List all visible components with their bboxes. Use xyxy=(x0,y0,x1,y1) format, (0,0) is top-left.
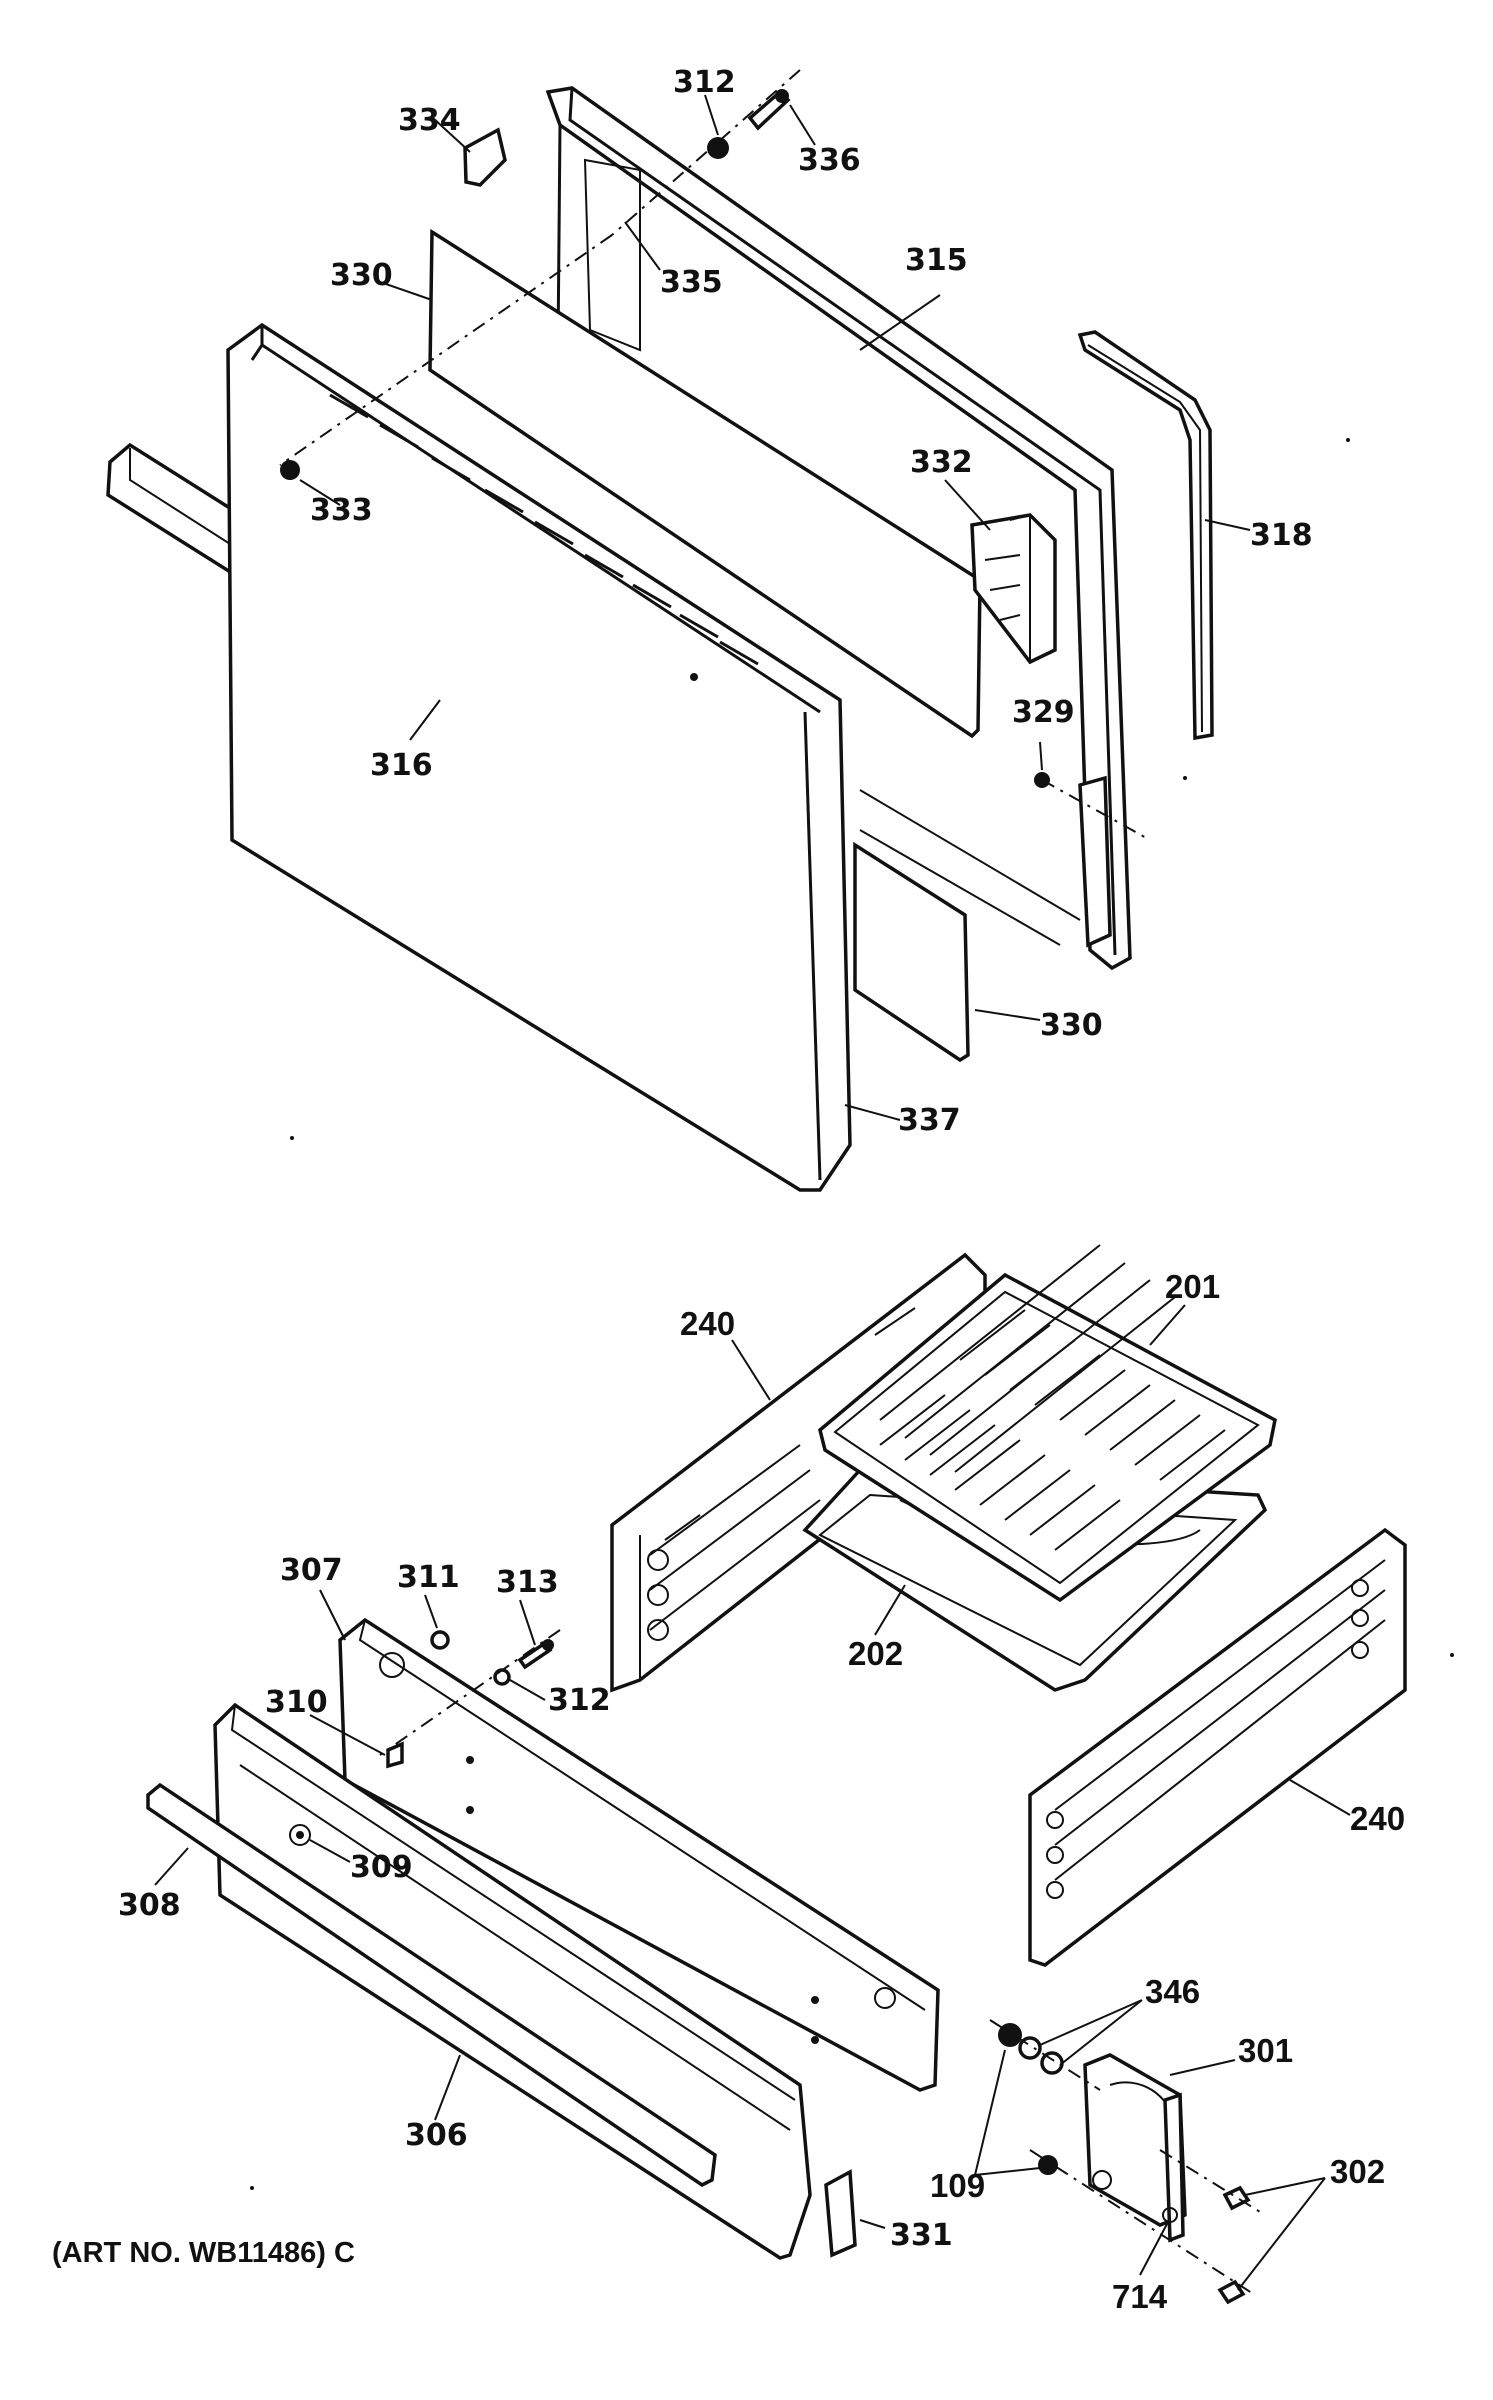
drawer-handle-308 xyxy=(146,1782,717,2188)
nut-312-top xyxy=(707,137,729,159)
leaders-lower-right xyxy=(731,1304,1351,2291)
label-316: 316 xyxy=(370,748,433,783)
label-313: 313 xyxy=(496,1565,559,1600)
label-311: 311 xyxy=(397,1560,460,1595)
bolt-313 xyxy=(517,1639,554,1670)
leaders-lower-left xyxy=(154,1589,886,2229)
label-302: 302 xyxy=(1330,2153,1385,2190)
clip-334 xyxy=(463,127,507,187)
label-312-bottom: 312 xyxy=(548,1683,611,1718)
label-332: 332 xyxy=(910,445,973,480)
side-trim-318 xyxy=(1077,330,1214,741)
hinge-301 xyxy=(1083,2053,1187,2227)
outer-door-panel-337 xyxy=(226,322,852,1192)
label-309: 309 xyxy=(350,1850,413,1885)
label-336: 336 xyxy=(798,143,861,178)
nut-109-upper xyxy=(998,2023,1022,2047)
label-329: 329 xyxy=(1012,695,1075,730)
art-number: (ART NO. WB11486) C xyxy=(52,2237,355,2269)
side-rail-240-right xyxy=(1028,1527,1407,1967)
label-301: 301 xyxy=(1238,2032,1293,2069)
insulation-330-top xyxy=(428,228,982,739)
label-240-right: 240 xyxy=(1350,1800,1405,1837)
label-333: 333 xyxy=(310,493,373,528)
label-346: 346 xyxy=(1145,1973,1200,2010)
bracket-331 xyxy=(824,2169,857,2258)
nut-333 xyxy=(280,460,300,480)
label-310: 310 xyxy=(265,1685,328,1720)
leaders-upper xyxy=(299,94,1251,1121)
hinge-lever-714 xyxy=(1162,2092,1185,2243)
block-332 xyxy=(970,513,1057,665)
label-315: 315 xyxy=(905,243,968,278)
label-331: 331 xyxy=(890,2218,953,2253)
label-306: 306 xyxy=(405,2118,468,2153)
label-337: 337 xyxy=(898,1103,961,1138)
stud-310 xyxy=(386,1741,404,1769)
hinge-bracket xyxy=(859,775,1112,948)
label-330-bottom: 330 xyxy=(1040,1008,1103,1043)
part-labels: 312 334 336 330 335 315 333 332 318 316 … xyxy=(52,65,1405,2315)
nut-311 xyxy=(430,1630,450,1650)
label-308: 308 xyxy=(118,1888,181,1923)
label-335: 335 xyxy=(660,265,723,300)
label-109: 109 xyxy=(930,2167,985,2204)
label-312-top: 312 xyxy=(673,65,736,100)
label-202: 202 xyxy=(848,1635,903,1672)
washer-312-bottom xyxy=(493,1668,511,1686)
label-334: 334 xyxy=(398,103,461,138)
label-318: 318 xyxy=(1250,518,1313,553)
label-330-top: 330 xyxy=(330,258,393,293)
label-240-left: 240 xyxy=(680,1305,735,1342)
screw-302-lower xyxy=(1217,2279,1246,2305)
broiler-grid-201 xyxy=(818,1244,1277,1603)
label-201: 201 xyxy=(1165,1268,1220,1305)
insulation-330-bottom xyxy=(853,841,970,1063)
screw-336 xyxy=(747,89,791,131)
nut-109-lower xyxy=(1038,2155,1058,2175)
screw-302-upper xyxy=(1222,2185,1251,2211)
label-307: 307 xyxy=(280,1553,343,1588)
label-714: 714 xyxy=(1112,2278,1168,2315)
